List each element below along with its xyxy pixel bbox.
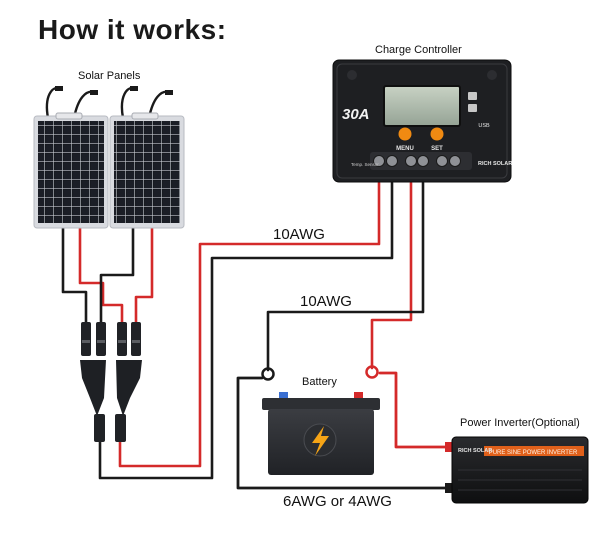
usb-label: USB [478,123,490,129]
charge-controller: 30A MENU SET USB Temp. Sensor RICH SOLAR [332,59,512,183]
pv-negative-to-controller [98,181,394,480]
solar-panels-label: Solar Panels [78,70,141,82]
charge-controller-label: Charge Controller [375,44,462,56]
page-title: How it works: [38,14,227,45]
controller-rating: 30A [342,106,370,123]
power-inverter-label: Power Inverter(Optional) [460,417,580,429]
solar-panel-1 [33,86,109,229]
mc4-connector [131,322,141,356]
terminal [386,155,398,167]
ring-terminals [261,365,379,381]
battery [262,392,380,475]
inverter-negative-wire [236,376,454,490]
wire-gauge-battery: 10AWG [300,293,352,310]
mc4-connector [81,322,91,356]
inverter-band-text: PURE SINE POWER INVERTER [489,450,578,456]
battery-negative-from-controller [266,181,425,372]
wires [61,181,454,490]
terminal [436,155,448,167]
mc4-connector [115,414,126,442]
y-branch-positive [116,360,142,416]
terminal [405,155,417,167]
set-label: SET [431,146,443,152]
mc4-connector [94,414,105,442]
panel1-positive-lead [78,220,124,325]
battery-label: Battery [302,376,337,388]
wire-gauge-pv: 10AWG [273,226,325,243]
controller-sensor-label: Temp. Sensor [351,162,379,167]
panel1-negative-lead [61,220,88,325]
inverter-band [484,446,584,456]
y-branch-negative [80,360,106,416]
panel2-positive-lead [134,220,154,325]
inverter-brand: RICH SOLAR [458,448,492,454]
solar-panel-2 [109,86,185,229]
usb-port [468,104,477,112]
battery-positive-from-controller [370,181,413,370]
mc4-connectors [80,322,142,442]
lightning-icon [312,426,329,456]
terminal [449,155,461,167]
controller-lcd [383,85,461,127]
mc4-connector [96,322,106,356]
controller-terminals [370,152,472,170]
usb-port [468,92,477,100]
terminal [417,155,429,167]
controller-brand: RICH SOLAR [478,161,512,167]
power-inverter: PURE SINE POWER INVERTER RICH SOLAR [445,436,589,504]
menu-button [398,127,412,141]
menu-label: MENU [396,146,414,152]
mc4-connector [117,322,127,356]
wire-gauge-inverter: 6AWG or 4AWG [283,493,392,510]
terminal [373,155,385,167]
panel2-negative-lead [99,220,135,325]
inverter-positive-wire [378,371,454,449]
pv-positive-to-controller [118,181,381,468]
set-button [430,127,444,141]
